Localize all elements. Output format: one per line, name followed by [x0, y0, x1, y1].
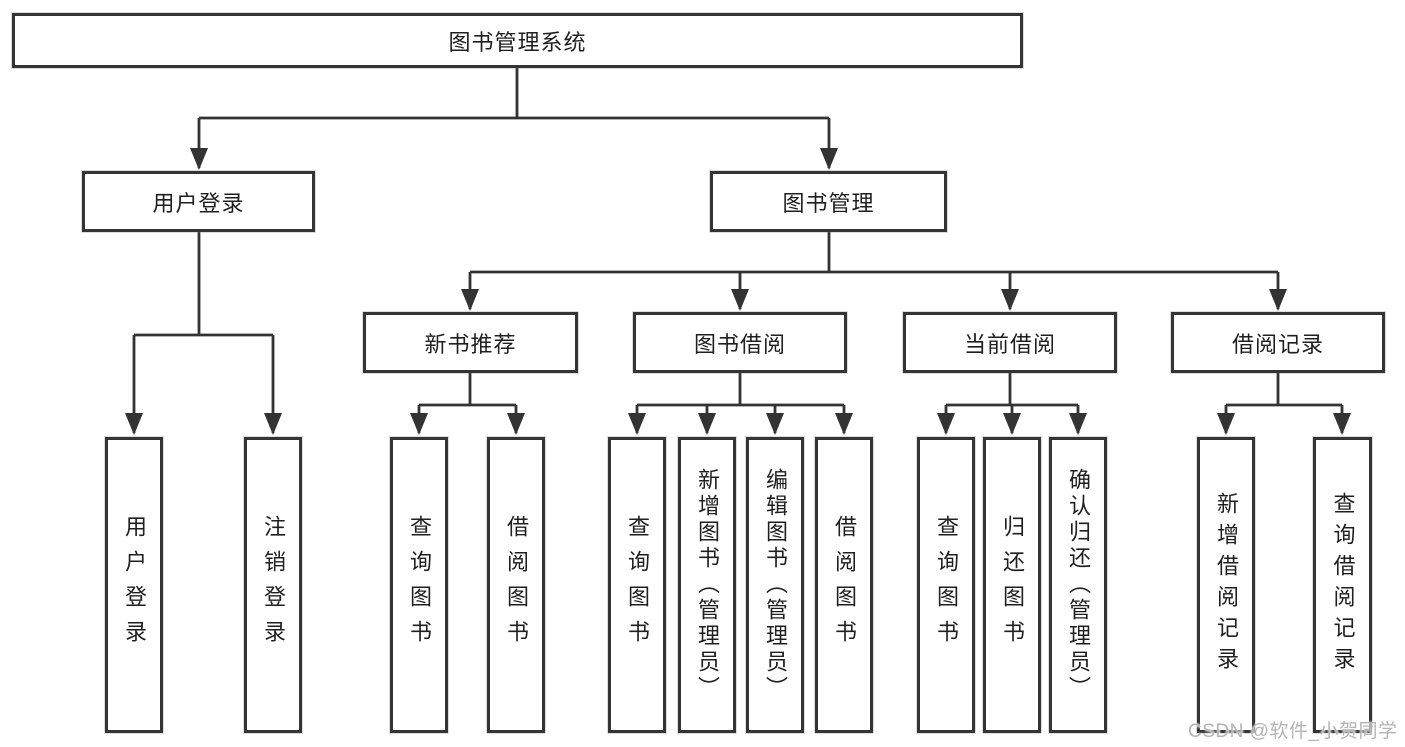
- node-new-book-recommend-label: 新书推荐: [424, 331, 517, 357]
- leaf-borrow-books-recommend-label: 借阅图书: [504, 515, 529, 655]
- leaf-logout: 注销登录: [244, 437, 302, 733]
- node-user-login: 用户登录: [82, 171, 315, 232]
- leaf-confirm-return-admin-label: 确认归还（管理员）: [1066, 468, 1091, 702]
- leaf-query-books-recommend-label: 查询图书: [407, 515, 432, 655]
- node-borrowing-records: 借阅记录: [1171, 312, 1385, 373]
- leaf-query-books-borrowing: 查询图书: [608, 437, 666, 733]
- leaf-borrow-books-borrowing-label: 借阅图书: [832, 515, 857, 655]
- node-current-borrowing-label: 当前借阅: [963, 331, 1056, 357]
- node-root: 图书管理系统: [12, 13, 1023, 68]
- leaf-add-borrow-record: 新增借阅记录: [1197, 437, 1255, 733]
- leaf-add-borrow-record-label: 新增借阅记录: [1214, 492, 1239, 678]
- leaf-borrow-books-recommend: 借阅图书: [487, 437, 545, 733]
- leaf-return-book-label: 归还图书: [1000, 515, 1025, 655]
- node-user-login-label: 用户登录: [152, 190, 245, 216]
- leaf-query-borrow-record-label: 查询借阅记录: [1330, 492, 1356, 678]
- leaf-user-login-label: 用户登录: [122, 515, 147, 655]
- node-borrowing-records-label: 借阅记录: [1231, 331, 1324, 357]
- leaf-query-borrow-record: 查询借阅记录: [1313, 437, 1372, 733]
- leaf-add-book-admin: 新增图书（管理员）: [678, 437, 736, 733]
- leaf-confirm-return-admin: 确认归还（管理员）: [1049, 437, 1107, 733]
- leaf-query-books-recommend: 查询图书: [390, 437, 448, 733]
- node-book-management-label: 图书管理: [782, 190, 875, 216]
- node-book-borrowing-label: 图书借阅: [693, 331, 786, 357]
- watermark: CSDN @软件_小贺同学: [1188, 721, 1398, 742]
- leaf-borrow-books-borrowing: 借阅图书: [815, 437, 873, 733]
- node-new-book-recommend: 新书推荐: [363, 312, 578, 373]
- leaf-edit-book-admin: 编辑图书（管理员）: [746, 437, 804, 733]
- leaf-user-login: 用户登录: [105, 437, 163, 733]
- leaf-query-books-borrowing-label: 查询图书: [625, 515, 650, 655]
- leaf-logout-label: 注销登录: [261, 515, 286, 655]
- node-current-borrowing: 当前借阅: [903, 312, 1117, 373]
- node-book-management: 图书管理: [710, 171, 947, 232]
- leaf-query-books-current-label: 查询图书: [934, 515, 959, 655]
- leaf-edit-book-admin-label: 编辑图书（管理员）: [763, 468, 788, 702]
- leaf-add-book-admin-label: 新增图书（管理员）: [695, 468, 720, 702]
- node-root-label: 图书管理系统: [448, 29, 587, 55]
- leaf-return-book: 归还图书: [983, 437, 1041, 733]
- leaf-query-books-current: 查询图书: [917, 437, 975, 733]
- node-book-borrowing: 图书借阅: [633, 312, 847, 373]
